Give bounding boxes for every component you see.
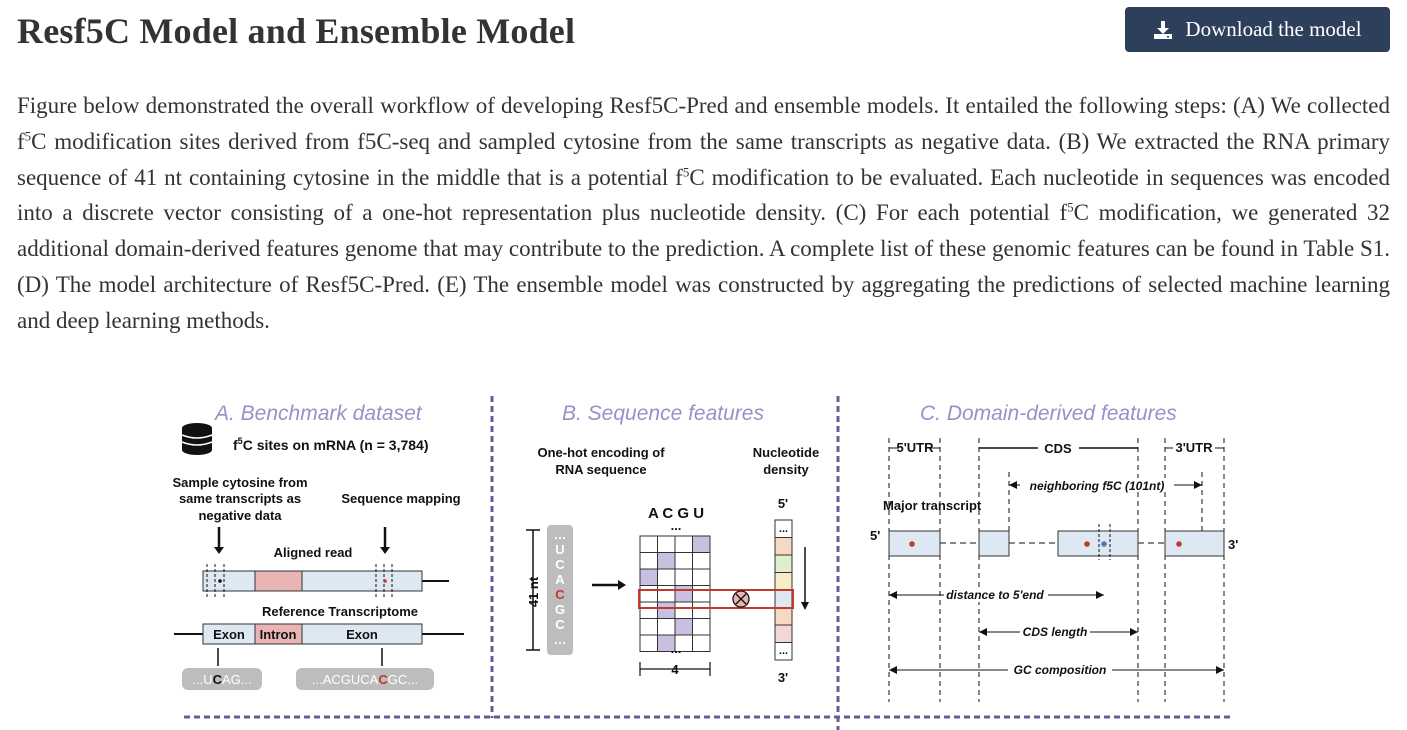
distance-label: distance to 5'end [946,588,1044,602]
panel-a-title: A. Benchmark dataset [213,402,423,425]
panel-a: A. Benchmark dataset f5C sites on mRNA (… [172,402,464,690]
length-label: 41 nt [526,576,541,607]
density-ellipsis: ... [779,523,788,535]
neighboring-label: neighboring f5C (101nt) [1030,479,1165,493]
matrix-cell [639,535,658,553]
density-label-1: Nucleotide [753,445,819,460]
cds-label: CDS [1044,441,1072,456]
density-five-prime: 5' [778,496,788,511]
description-text: C modification, we generated 32 addition… [17,200,1390,333]
matrix-cell [692,552,711,570]
density-cell [774,642,793,661]
panel-b: B. Sequence features One-hot encoding of… [526,402,819,685]
matrix-cell [674,601,693,619]
density-cell [774,572,793,591]
matrix-cell [692,601,711,619]
matrix-cell [692,585,711,603]
superscript: 5 [1067,199,1074,215]
sequence-letter: C [555,557,565,572]
panel-c: C. Domain-derived features 5'UTR CDS 3'U… [870,402,1238,702]
matrix-cell [639,618,658,636]
intron-label: Intron [260,627,297,642]
density-cell [774,589,793,608]
matrix-cell [674,585,693,603]
sequence-letter: … [554,527,567,542]
matrix-cell [692,618,711,636]
cds-length-label: CDS length [1023,625,1088,639]
onehot-label-1: One-hot encoding of [537,445,665,460]
matrix-cell [639,552,658,570]
matrix-cell [657,568,676,586]
sequence-letter: U [555,542,564,557]
matrix-cell [639,585,658,603]
download-button-label: Download the model [1185,17,1362,41]
density-column: ...... [774,519,793,661]
density-cell [774,554,793,573]
superscript: 5 [24,128,32,144]
database-icon [181,423,213,455]
matrix-cell [692,634,711,652]
sequence-letter: C [555,587,565,602]
density-cell [774,607,793,626]
major-transcript-label: Major transcript [883,498,982,513]
superscript: 5 [682,163,690,179]
density-three-prime: 3' [778,670,788,685]
sequence-letter: A [555,572,565,587]
matrix-cell [657,535,676,553]
three-prime-label: 3' [1228,537,1238,552]
matrix-cell [657,585,676,603]
utr3-label: 3'UTR [1175,440,1213,455]
workflow-figure: A. Benchmark dataset f5C sites on mRNA (… [172,396,1238,730]
matrix-cell [639,634,658,652]
matrix-cell [674,552,693,570]
matrix-cell [692,568,711,586]
bases-label: A C G U [648,505,704,522]
five-prime-label: 5' [870,528,880,543]
matrix-cell [674,618,693,636]
matrix-cell [657,552,676,570]
matrix-cell [639,601,658,619]
negative-sequence: ...UCAG... [192,672,251,687]
onehot-matrix [639,535,711,652]
download-icon [1154,20,1173,39]
density-cell [774,537,793,556]
download-model-button[interactable]: Download the model [1125,7,1390,52]
matrix-cell [657,618,676,636]
sequence-letter: … [554,632,567,647]
matrix-cell [639,568,658,586]
utr5-label: 5'UTR [896,440,934,455]
sample-label-3: negative data [198,508,282,523]
matrix-cell [657,601,676,619]
workflow-description: Figure below demonstrated the overall wo… [17,88,1390,339]
onehot-label-2: RNA sequence [555,462,646,477]
matrix-cell [674,568,693,586]
matrix-cell [674,535,693,553]
sites-label: f5C sites on mRNA (n = 3,784) [233,436,429,453]
exon-label: Exon [213,627,245,642]
aligned-read-label: Aligned read [274,545,353,560]
description-text: C modification to be evaluated. Each nuc… [17,164,1390,226]
positive-sequence: ...ACGUCACGC... [312,672,418,687]
matrix-cell [692,535,711,553]
page-title: Resf5C Model and Ensemble Model [17,11,576,51]
width-label: 4 [671,662,679,677]
panel-c-title: C. Domain-derived features [920,402,1177,425]
sequence-letter: G [555,602,565,617]
density-cell [774,624,793,643]
dots-top: ... [671,518,682,533]
sequence-mapping-label: Sequence mapping [341,491,460,506]
vertical-sequence: …UCACGC… [554,527,567,647]
description-text: C modification sites derived from f5C-se… [17,128,1390,190]
sample-label-1: Sample cytosine from [172,475,307,490]
gc-composition-label: GC composition [1014,663,1107,677]
panel-b-title: B. Sequence features [562,402,764,425]
exon-label: Exon [346,627,378,642]
density-ellipsis: ... [779,645,788,657]
sample-label-2: same transcripts as [179,491,301,506]
dots-bottom: ... [671,641,682,656]
sequence-letter: C [555,617,565,632]
reference-label: Reference Transcriptome [262,604,418,619]
density-label-2: density [763,462,809,477]
description-text: Figure below demonstrated the overall wo… [17,93,1390,154]
